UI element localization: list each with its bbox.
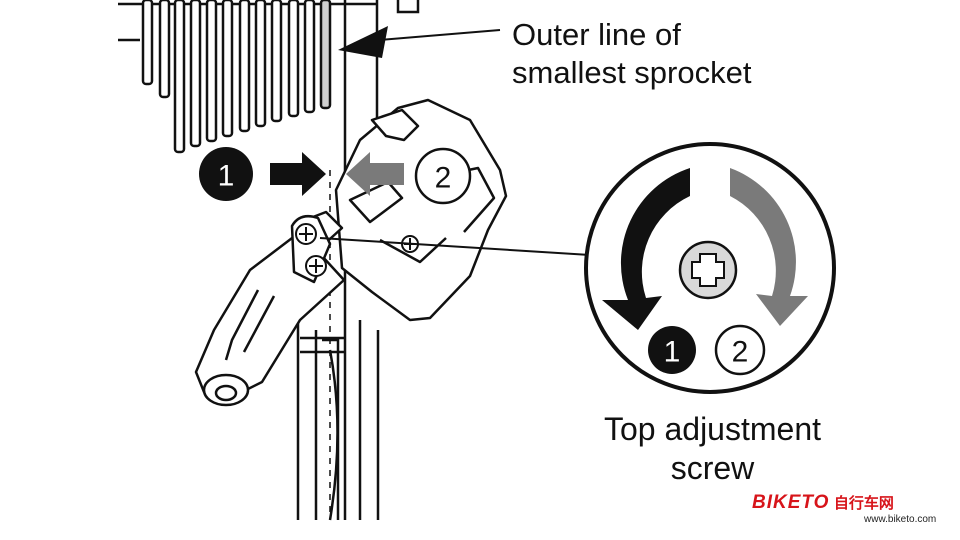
counterclockwise-arrow-icon [602,168,690,330]
step2-arrow [346,152,404,196]
circle-step1-number: 1 [664,336,681,369]
screw-leader-line [319,237,591,256]
cassette-sprockets [118,0,420,520]
step2-badge: 2 [414,147,472,205]
watermark-brand: BIKETO [752,492,830,513]
clockwise-arrow-icon [730,168,808,326]
outer-line-pointer [338,26,501,58]
watermark-chinese: 自行车网 [833,494,894,512]
chainring-lines [296,170,380,521]
step1-arrow [270,152,326,196]
circle-step2-number: 2 [732,336,749,369]
step1-badge: 1 [199,147,253,201]
step1-badge-number: 1 [218,160,235,193]
top-adjustment-screw-label: Top adjustment screw [603,411,821,486]
watermark: BIKETO 自行车网 www.biketo.com [752,492,942,525]
watermark-url: www.biketo.com [864,514,937,525]
step2-badge-number: 2 [435,162,452,195]
magnified-screw-view: 1 2 [584,142,836,394]
outer-line-label: Outer line of smallest sprocket [512,17,752,90]
front-derailleur [194,98,508,407]
